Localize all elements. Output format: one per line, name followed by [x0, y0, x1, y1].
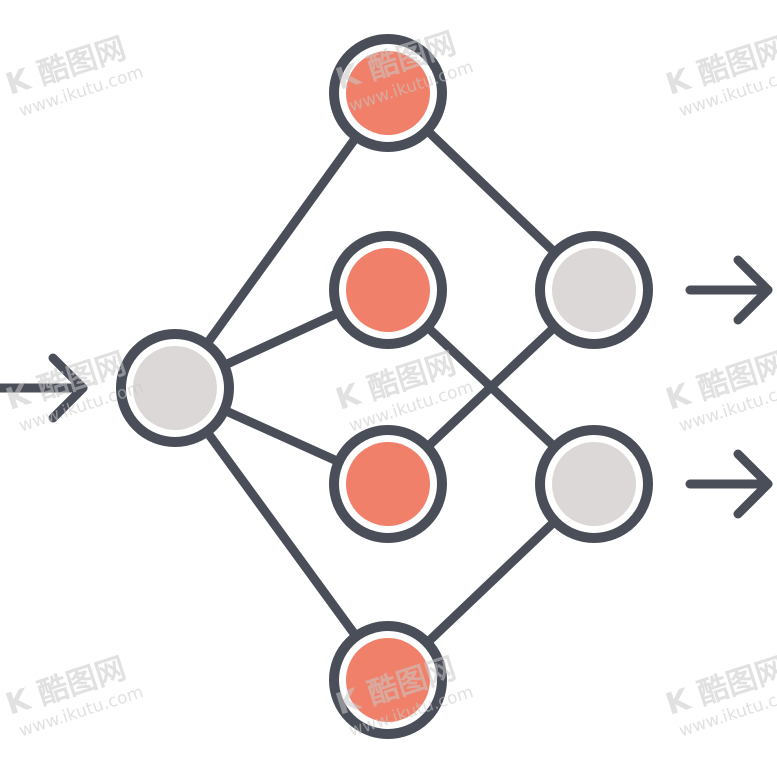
arrow-right-icon [685, 255, 773, 325]
hidden-node-fill [346, 638, 430, 722]
node-layer [116, 34, 653, 739]
output-node-fill [552, 248, 636, 332]
input-arrow-head [48, 353, 88, 423]
edge-input-to-hidden-4 [170, 383, 393, 685]
output-node-fill [552, 442, 636, 526]
node-input [116, 329, 234, 447]
output-arrow-2-head [733, 449, 773, 519]
arrow-layer [0, 255, 773, 519]
hidden-node-fill [346, 51, 430, 135]
output-arrow-1-head [733, 255, 773, 325]
arrow-right-icon [685, 449, 773, 519]
node-hidden-3 [329, 425, 447, 543]
edge-input-to-hidden-1 [170, 88, 393, 393]
node-hidden-4 [329, 621, 447, 739]
node-hidden-1 [329, 34, 447, 152]
node-output-2 [535, 425, 653, 543]
arrow-right-icon [0, 353, 88, 423]
hidden-node-fill [346, 442, 430, 526]
input-node-fill [133, 346, 217, 430]
node-hidden-2 [329, 231, 447, 349]
hidden-node-fill [346, 248, 430, 332]
node-output-1 [535, 231, 653, 349]
